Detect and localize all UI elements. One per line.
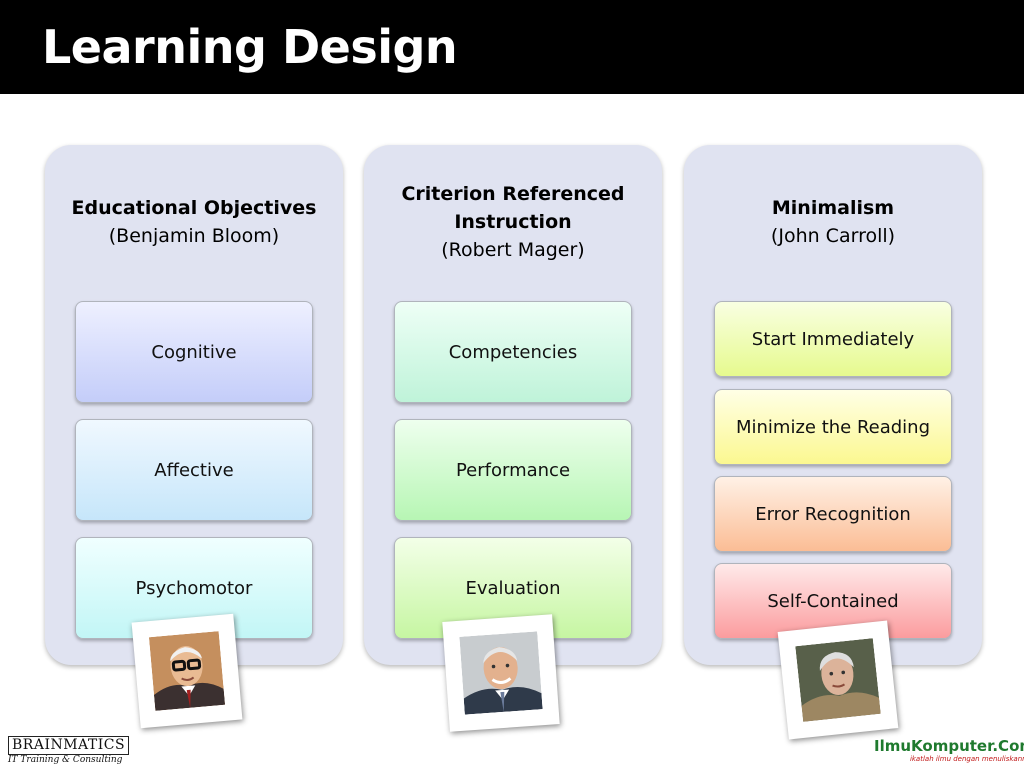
heading-author: (Robert Mager)	[364, 236, 662, 264]
item-label: Cognitive	[151, 342, 236, 363]
column-bloom: Educational Objectives (Benjamin Bloom) …	[45, 145, 343, 665]
brainmatics-logo: BRAINMATICS IT Training & Consulting	[8, 734, 129, 766]
item-label: Start Immediately	[752, 329, 914, 350]
heading-author: (John Carroll)	[684, 222, 982, 250]
column-heading: Criterion Referenced Instruction (Robert…	[364, 180, 662, 264]
portrait-image	[149, 631, 225, 711]
item-box: Competencies	[394, 301, 632, 403]
ilmukomputer-tagline: ikatlah ilmu dengan menuliskannya	[874, 755, 1024, 764]
item-label: Competencies	[449, 342, 578, 363]
item-label: Evaluation	[466, 578, 561, 599]
ilmukomputer-logo: IlmuKomputer.Com ikatlah ilmu dengan men…	[874, 737, 1024, 764]
portrait-photo	[778, 621, 899, 740]
brainmatics-name: BRAINMATICS	[8, 736, 129, 755]
heading-title-line2: Instruction	[364, 208, 662, 236]
title-bar: Learning Design	[0, 0, 1024, 94]
item-box: Minimize the Reading	[714, 389, 952, 465]
column-heading: Minimalism (John Carroll)	[684, 194, 982, 250]
item-box: Error Recognition	[714, 476, 952, 552]
item-label: Psychomotor	[136, 578, 253, 599]
item-label: Minimize the Reading	[736, 417, 930, 438]
item-box: Performance	[394, 419, 632, 521]
column-heading: Educational Objectives (Benjamin Bloom)	[45, 194, 343, 250]
item-label: Self-Contained	[767, 591, 898, 612]
brainmatics-tagline: IT Training & Consulting	[8, 755, 129, 766]
heading-title: Minimalism	[684, 194, 982, 222]
column-carroll: Minimalism (John Carroll) Start Immediat…	[684, 145, 982, 665]
slide-title: Learning Design	[42, 24, 457, 70]
item-box: Cognitive	[75, 301, 313, 403]
item-box: Start Immediately	[714, 301, 952, 377]
heading-title: Educational Objectives	[45, 194, 343, 222]
ilmukomputer-suffix: .Com	[992, 737, 1024, 755]
portrait-image	[459, 631, 542, 714]
item-box: Affective	[75, 419, 313, 521]
portrait-image	[795, 638, 881, 722]
portrait-photo	[442, 614, 559, 731]
column-mager: Criterion Referenced Instruction (Robert…	[364, 145, 662, 665]
heading-title: Criterion Referenced	[364, 180, 662, 208]
portrait-photo	[132, 614, 243, 728]
item-label: Performance	[456, 460, 570, 481]
item-label: Error Recognition	[755, 504, 911, 525]
ilmukomputer-name: IlmuKomputer	[874, 737, 992, 755]
heading-author: (Benjamin Bloom)	[45, 222, 343, 250]
item-label: Affective	[154, 460, 233, 481]
